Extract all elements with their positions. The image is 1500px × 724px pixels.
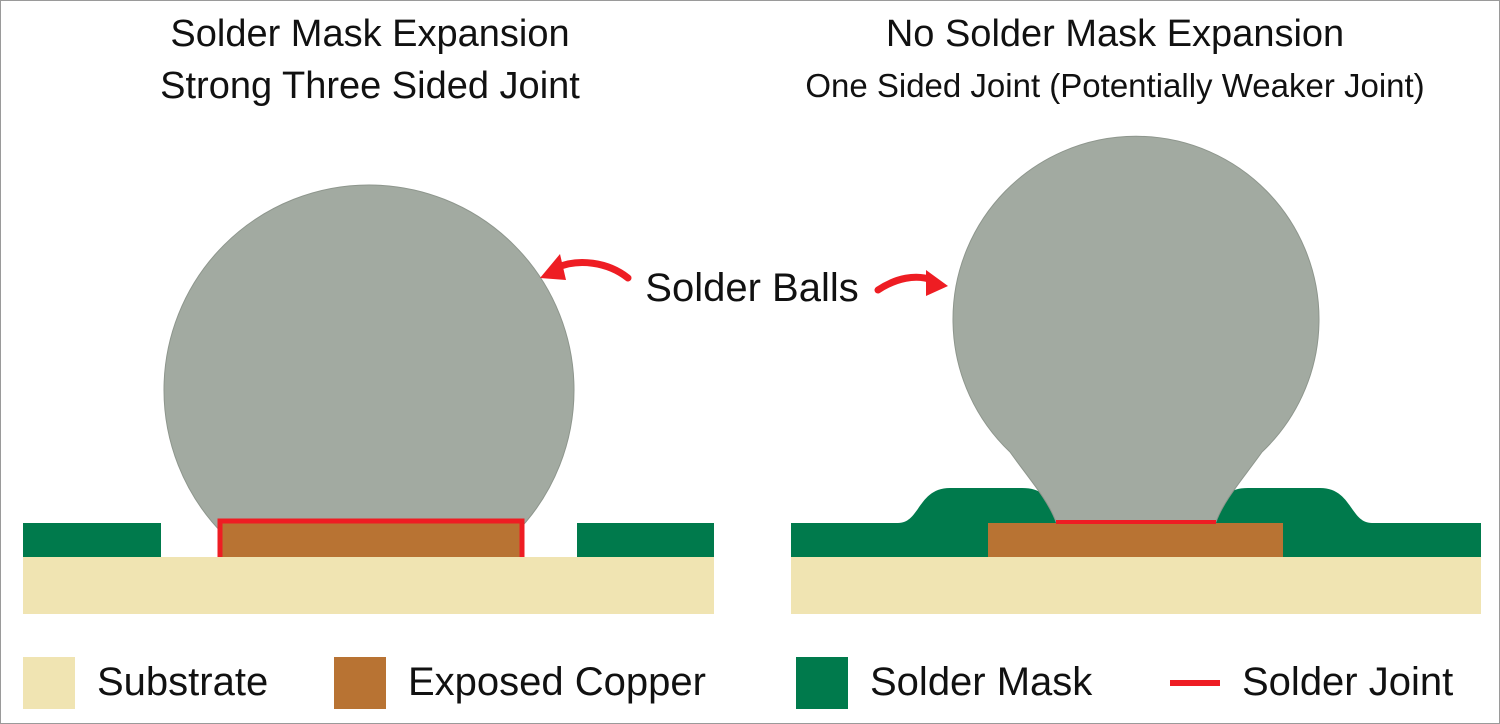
right-diagram <box>791 135 1481 614</box>
left-substrate <box>23 557 714 614</box>
right-solder-ball <box>952 135 1320 523</box>
left-diagram <box>23 184 714 614</box>
solder-mask-swatch <box>796 656 848 709</box>
right-title-line2: One Sided Joint (Potentially Weaker Join… <box>805 67 1425 104</box>
left-solder-joint <box>217 518 525 557</box>
left-exposed-copper <box>222 523 520 557</box>
right-substrate <box>791 557 1481 614</box>
arrows <box>540 254 948 296</box>
left-arrow-curve <box>552 259 632 282</box>
left-title: Solder Mask Expansion Strong Three Sided… <box>70 8 670 112</box>
solder-mask-label: Solder Mask <box>870 660 1093 704</box>
right-title-line1: No Solder Mask Expansion <box>885 13 1345 55</box>
left-arrowhead <box>540 254 566 280</box>
substrate-label: Substrate <box>97 660 269 704</box>
left-solder-mask-left <box>23 523 161 557</box>
exposed-copper-swatch <box>334 656 386 709</box>
left-title-line2: Strong Three Sided Joint <box>160 65 580 107</box>
solder-joint-swatch <box>1170 679 1220 686</box>
left-solder-mask-right <box>577 523 714 557</box>
right-arrow-curve <box>874 273 936 294</box>
solder-balls-label: Solder Balls <box>645 266 859 310</box>
right-arrowhead <box>926 270 948 296</box>
substrate-swatch <box>23 656 75 709</box>
legend-substrate: Substrate <box>23 655 268 710</box>
exposed-copper-label: Exposed Copper <box>408 660 706 704</box>
left-solder-ball <box>163 184 575 557</box>
solder-joint-label: Solder Joint <box>1242 660 1454 704</box>
legend-exposed-copper: Exposed Copper <box>334 655 706 710</box>
left-title-line1: Solder Mask Expansion <box>170 13 570 55</box>
right-title: No Solder Mask Expansion One Sided Joint… <box>740 8 1490 112</box>
right-exposed-copper <box>988 523 1283 557</box>
legend-solder-joint: Solder Joint <box>1170 655 1453 710</box>
legend-solder-mask: Solder Mask <box>796 655 1092 710</box>
